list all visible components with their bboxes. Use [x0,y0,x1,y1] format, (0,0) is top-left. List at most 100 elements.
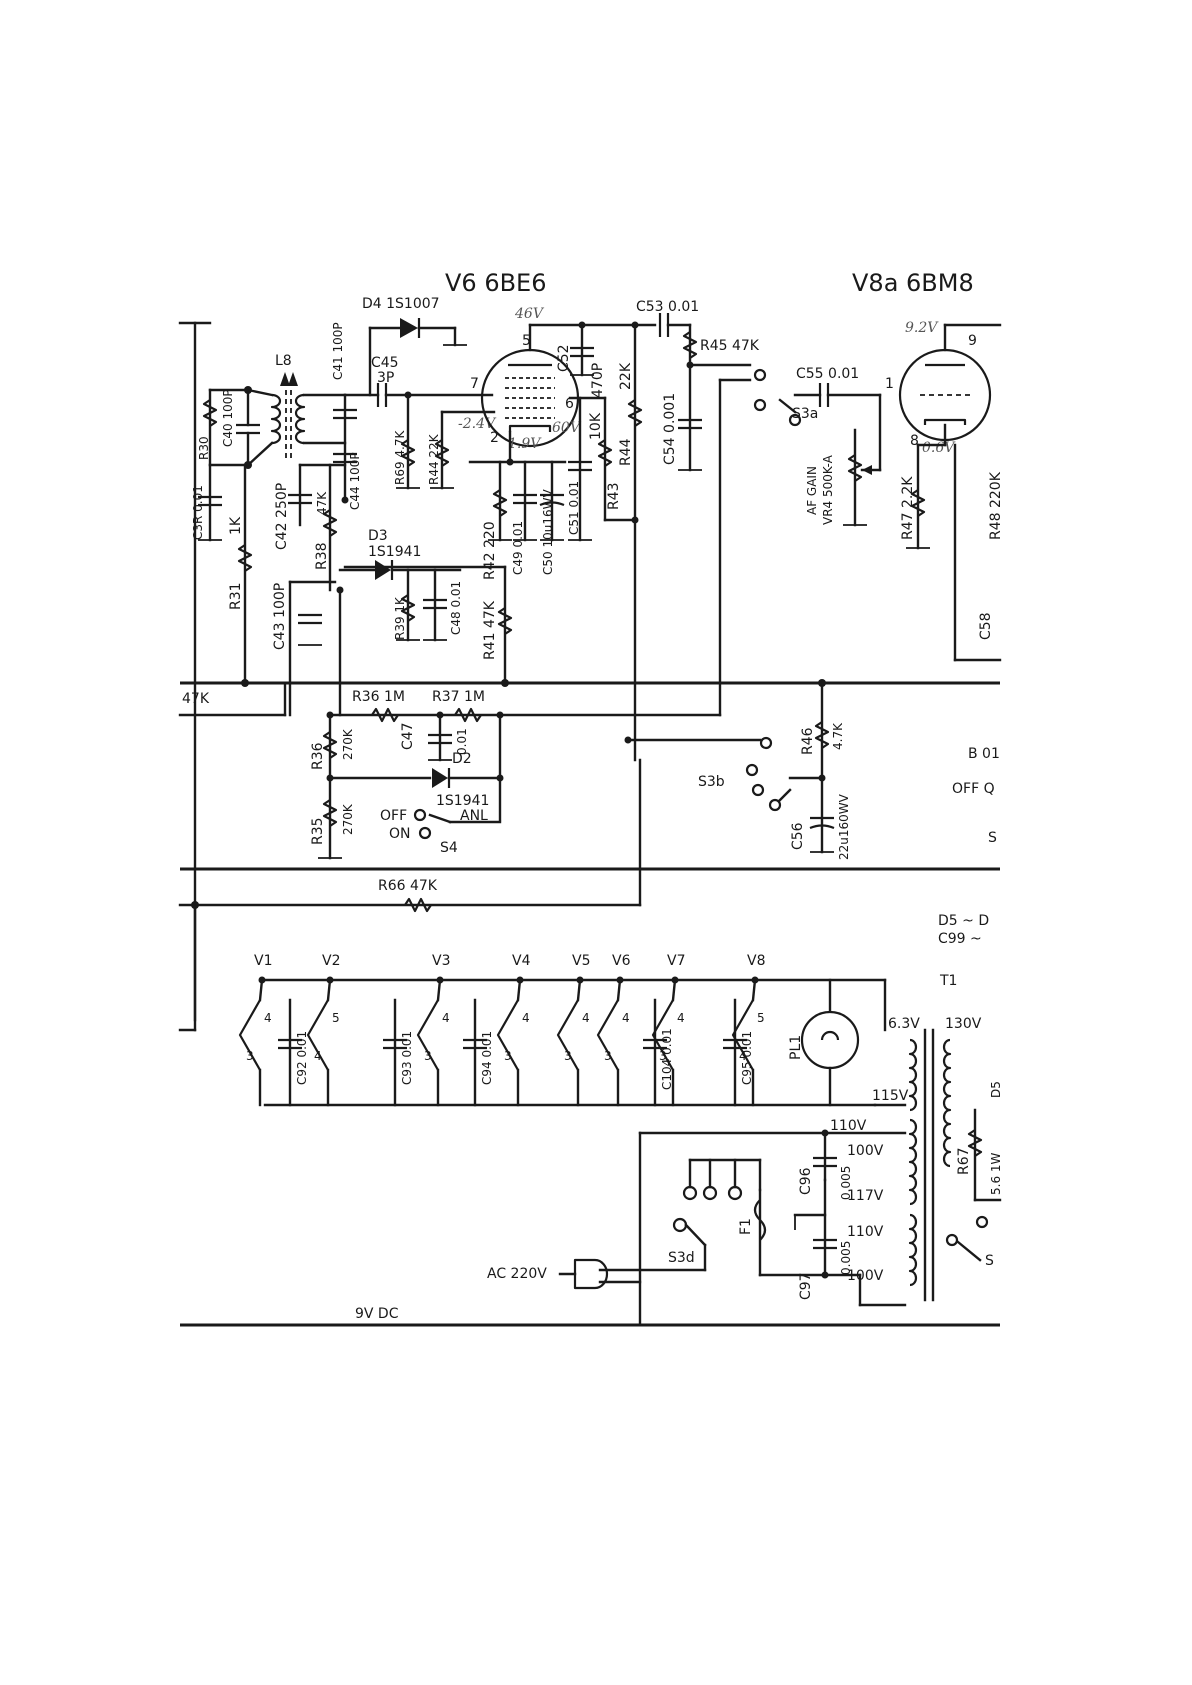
node-r31 [241,679,249,687]
label-c45: C45 [371,355,399,371]
label-r36b-value: 270K [341,728,355,760]
label-d3-value: 1S1941 [368,544,421,560]
heater-filament-v1 [238,999,261,1071]
heater-filament-v3 [416,999,439,1071]
switch-s3b-contact1[interactable] [759,736,773,750]
switch-s3c-lever [956,1240,982,1262]
switch-s3c-contact[interactable] [975,1215,989,1229]
label-r42: R42 220 [482,521,498,580]
heater-pin-a-v6: 4 [622,1011,630,1025]
node-s3b [624,736,632,744]
label-c52: C52 [556,344,572,372]
resistor-r44a [434,439,450,467]
heater-pin-a-v2: 5 [332,1011,340,1025]
node-c44 [341,496,349,504]
label-r69: R69 4.7K [393,429,407,485]
pin-v6-5: 5 [522,333,531,349]
label-c42: C42 250P [274,483,290,550]
label-off-q: OFF Q [952,781,995,797]
label-c47: C47 [400,722,416,750]
label-c95: C95 0.01 [740,1031,754,1085]
label-r35-value: 270K [341,803,355,835]
node-r46-top [818,679,826,687]
label-c48: C48 0.01 [449,581,463,635]
heater-filament-v4 [496,999,519,1071]
pilot-lamp-pl1 [800,1010,860,1070]
note-cathode-voltage: 1.9V [508,436,542,452]
label-s3a: S3a [792,406,818,422]
label-pl1: PL1 [788,1035,804,1060]
label-c58: C58 [978,612,994,640]
label-r44b: R44 [618,438,634,466]
label-r44b-value: 22K [618,362,634,390]
resistor-r36b [322,731,338,759]
label-s-switch: S [985,1253,994,1269]
label-d2-value: 1S1941 [436,793,489,809]
label-r35: R35 [310,817,326,845]
potentiometer-vr4[interactable] [847,454,863,482]
label-r38: R38 [314,542,330,570]
heater-pin-a-v3: 4 [442,1011,450,1025]
coil-t1-primary-a [908,1118,918,1206]
switch-s4-off[interactable] [413,808,427,822]
resistor-r39 [400,594,416,622]
switch-s3b-contact3[interactable] [751,783,765,797]
label-s3d: S3d [668,1250,695,1266]
label-r30: R30 [197,436,211,460]
label-r46: R46 [800,727,816,755]
resistor-r30 [202,399,218,427]
switch-s3a-contact2[interactable] [753,398,767,412]
switch-s3b-contact2[interactable] [745,763,759,777]
heater-pin-a-v7: 4 [677,1011,685,1025]
cap-c50-b [539,501,565,507]
heater-wire-top-v2 [326,978,332,1002]
heater-label-v2: V2 [322,953,340,969]
heater-pin-a-v8: 5 [757,1011,765,1025]
label-s-right: S [988,830,997,846]
heater-wire-top-v6 [616,978,622,1002]
switch-s3d-contact2[interactable] [702,1185,718,1201]
diode-d4 [400,318,418,338]
diode-d2 [432,768,448,788]
heater-pin-b-v7: 3 [659,1049,667,1063]
resistor-r42 [492,489,508,517]
label-r67: R67 [956,1147,972,1175]
label-c96: C96 [798,1167,814,1195]
node-cathode [506,458,514,466]
wire-l8-p1 [246,388,274,397]
resistor-r37 [454,707,482,723]
label-tap-110a: 110V [830,1118,867,1134]
heater-pin-b-v8: 4 [739,1049,747,1063]
label-c52-value: 470P [590,363,606,398]
label-r45: R45 47K [700,338,760,354]
switch-s3b-common[interactable] [768,798,782,812]
label-r36a: R36 1M [352,689,405,705]
switch-s3d-contact3[interactable] [727,1185,743,1201]
label-r67-value: 5.6 1W [989,1152,1003,1195]
ac-plug [573,1258,609,1290]
cap-c56-b [809,824,835,830]
label-r31: R31 [228,582,244,610]
switch-s3d-contact1[interactable] [682,1185,698,1201]
label-tap-130: 130V [945,1016,982,1032]
switch-s3a-lever [778,398,797,414]
switch-s4-on[interactable] [418,826,432,840]
switch-s3c-common[interactable] [945,1233,959,1247]
resistor-r44b [627,399,643,427]
heater-wire-top-v1 [258,978,264,1002]
pin-v8a-1: 1 [885,376,894,392]
label-l8: L8 [275,353,292,369]
switch-s3d-common[interactable] [672,1217,688,1233]
switch-s3a-contact1[interactable] [753,368,767,382]
label-c55: C55 0.01 [796,366,859,382]
label-d3: D3 [368,528,388,544]
switch-s3a-common[interactable] [788,413,802,427]
resistor-r31 [237,544,253,572]
heater-pin-b-v6: 3 [604,1049,612,1063]
node-d2 [496,774,504,782]
label-c92: C92 0.01 [295,1031,309,1085]
wire-l8-p2 [246,441,274,467]
label-tap-63: 6.3V [888,1016,920,1032]
heater-filament-v5 [556,999,579,1071]
